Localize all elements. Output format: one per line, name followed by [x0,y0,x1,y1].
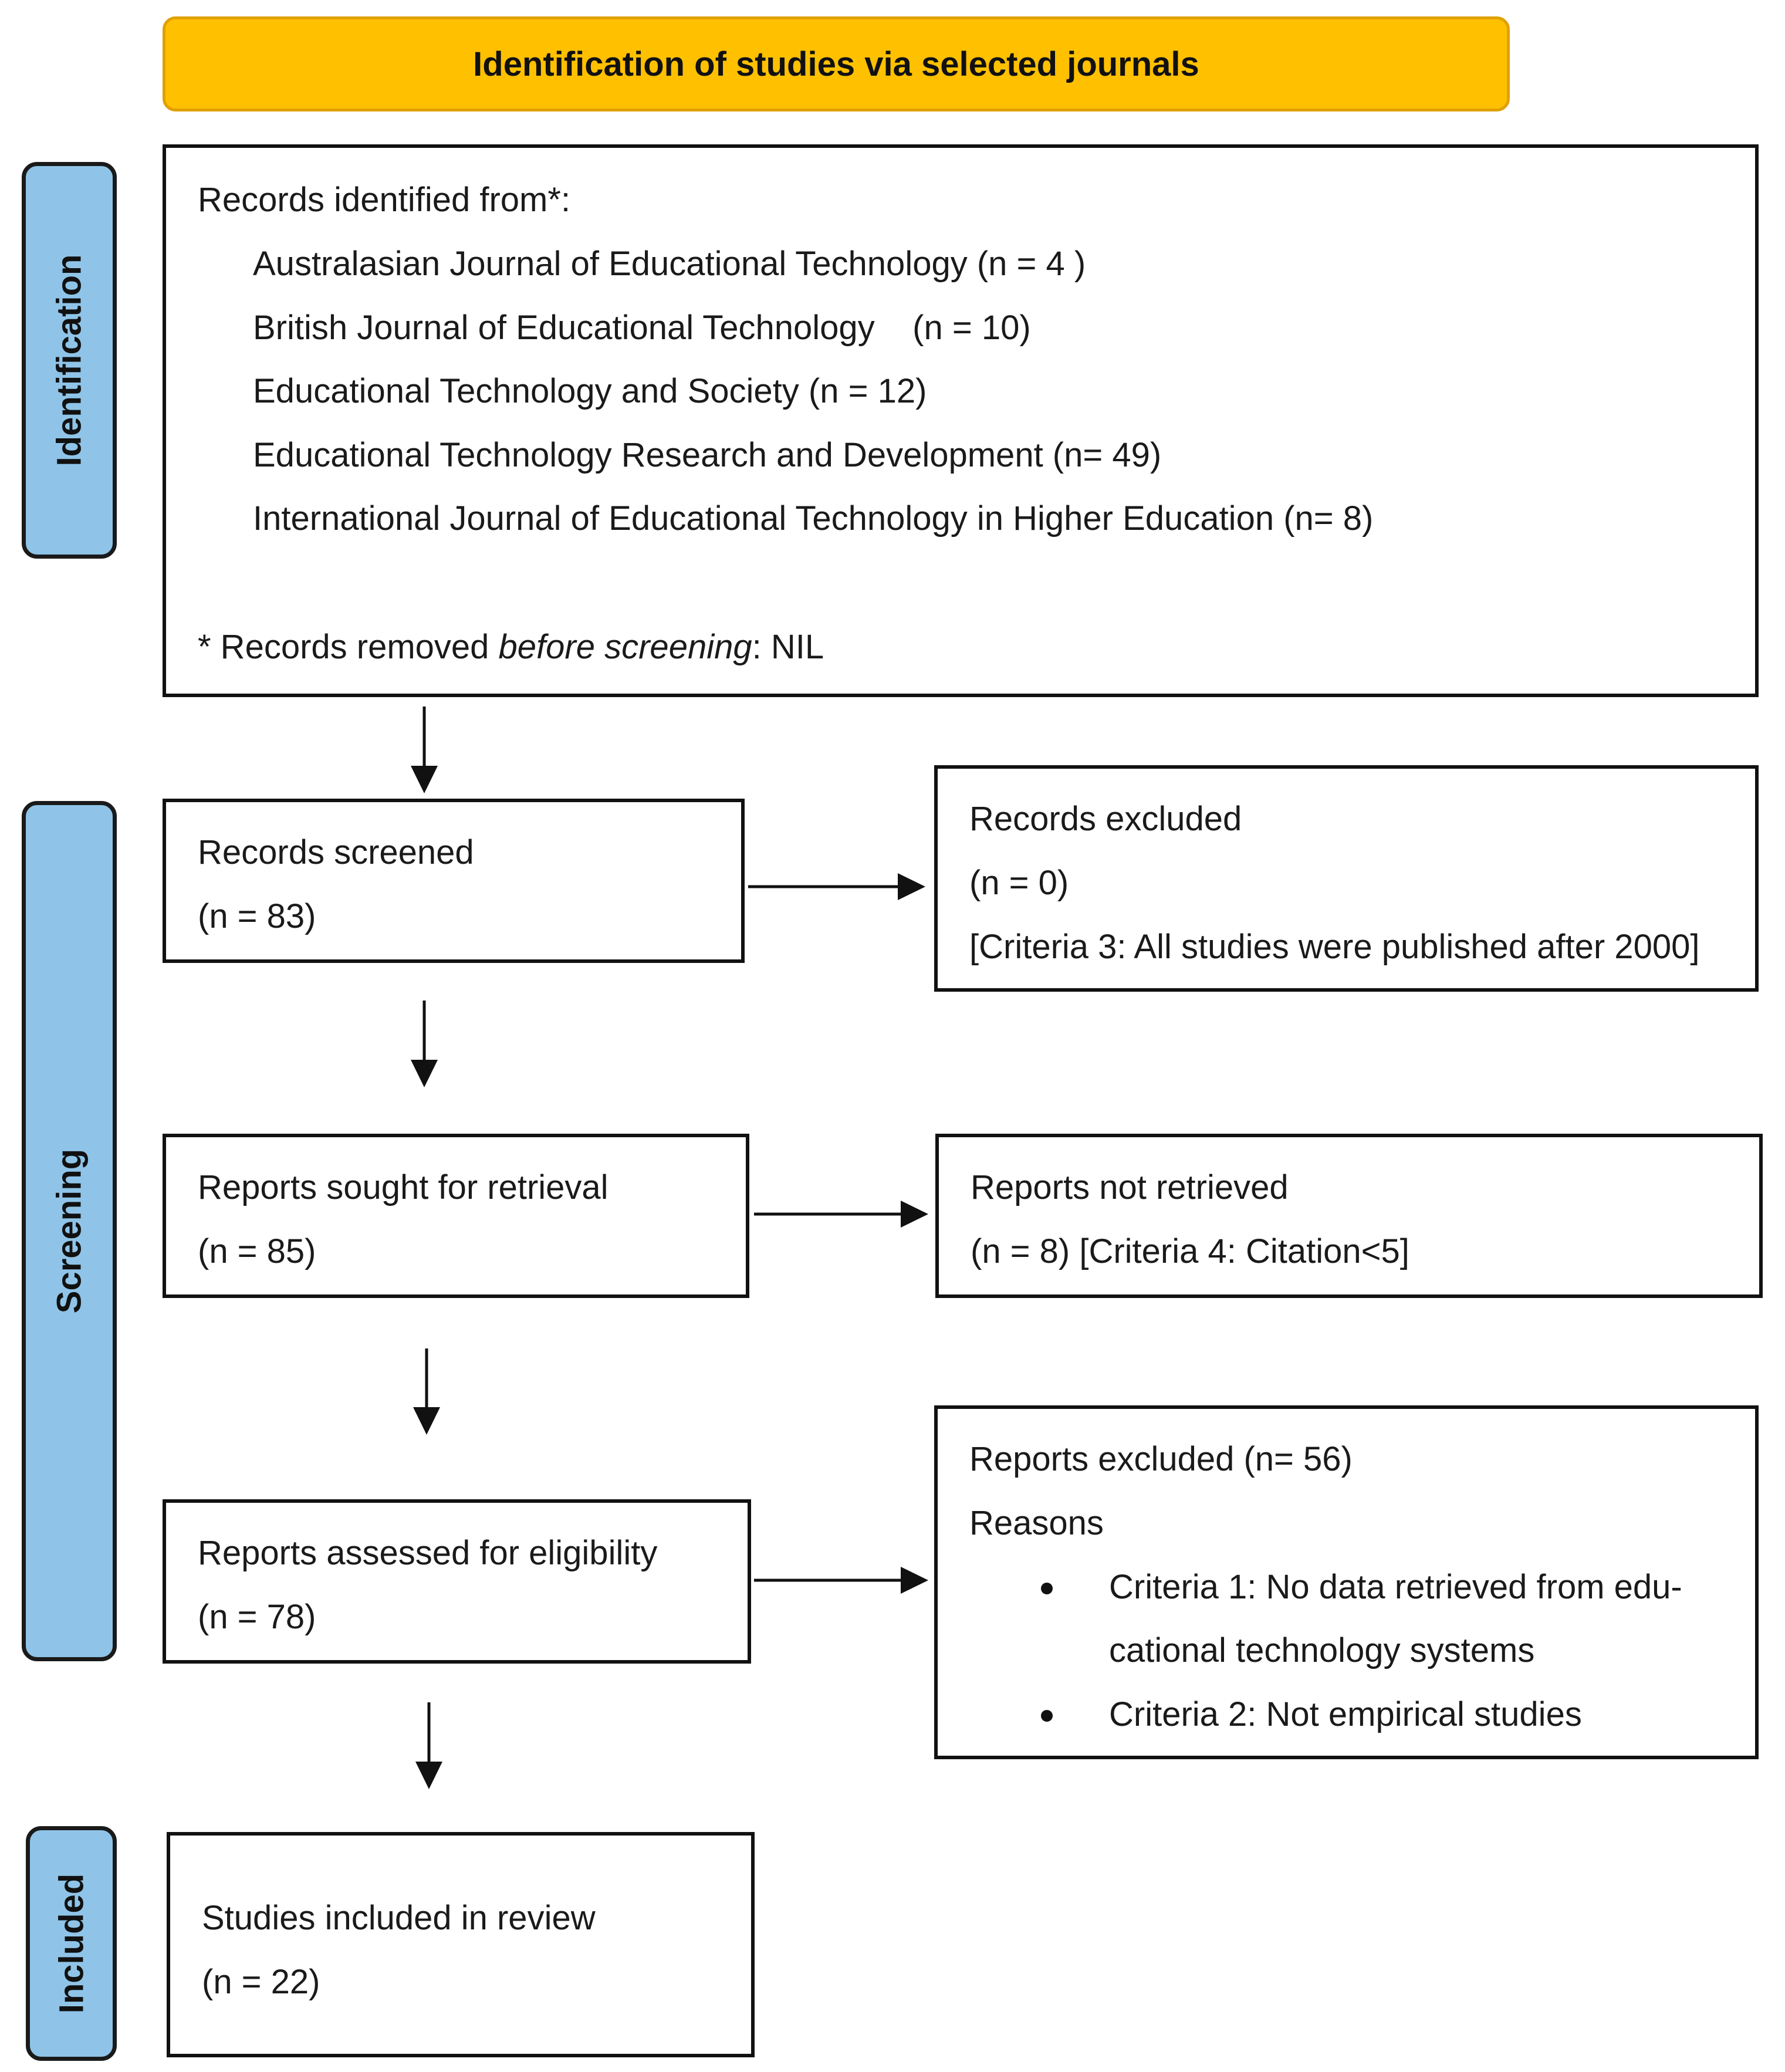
journal-2: British Journal of Educational Technolog… [253,309,1031,347]
reports-sought-box: Reports sought for retrieval (n = 85) [163,1134,749,1298]
records-excluded-criteria: [Criteria 3: All studies were published … [969,928,1700,966]
records-screened-box: Records screened (n = 83) [163,799,745,963]
reason-2: Criteria 2: Not empirical studies [1109,1695,1582,1733]
records-excluded-title: Records excluded [969,800,1242,838]
records-removed-prefix: * Records removed [198,628,499,666]
records-removed-note: * Records removed before screening: NIL [198,630,824,664]
reports-excluded-box: Reports excluded (n= 56) Reasons Criteri… [934,1405,1759,1759]
reason-1-line-2: cational technology systems [1109,1631,1535,1669]
records-identified-title: Records identified from*: [198,181,571,219]
journal-1: Australasian Journal of Educational Tech… [253,245,1086,283]
reports-not-retrieved-title: Reports not retrieved [971,1168,1289,1206]
reports-not-retrieved-detail: (n = 8) [Criteria 4: Citation<5] [971,1232,1409,1270]
reports-excluded-reasons-label: Reasons [969,1504,1104,1542]
reports-assessed-box: Reports assessed for eligibility (n = 78… [163,1499,751,1664]
reports-sought-count: (n = 85) [198,1232,316,1270]
reports-assessed-count: (n = 78) [198,1598,316,1636]
reason-1-line-1: Criteria 1: No data retrieved from edu- [1109,1568,1682,1606]
journal-4: Educational Technology Research and Deve… [253,436,1162,474]
reason-2-bullet [1041,1710,1053,1722]
flow-header-title: Identification of studies via selected j… [473,45,1199,83]
records-screened-title: Records screened [198,833,474,871]
reason-1-bullet [1041,1583,1053,1594]
journal-3: Educational Technology and Society (n = … [253,372,927,410]
records-removed-italic: before screening [498,628,752,666]
records-excluded-count: (n = 0) [969,864,1069,902]
journal-5: International Journal of Educational Tec… [253,499,1374,538]
phase-screening: Screening [22,801,117,1661]
reports-sought-title: Reports sought for retrieval [198,1168,608,1206]
records-identified-box: Records identified from*: Australasian J… [163,144,1759,697]
studies-included-count: (n = 22) [202,1963,320,2001]
records-excluded-box: Records excluded (n = 0) [Criteria 3: Al… [934,765,1759,992]
records-removed-suffix: : NIL [752,628,824,666]
reports-excluded-title: Reports excluded (n= 56) [969,1440,1353,1478]
phase-identification: Identification [22,162,117,559]
studies-included-box: Studies included in review (n = 22) [167,1832,755,2057]
studies-included-title: Studies included in review [202,1899,596,1937]
reports-not-retrieved-box: Reports not retrieved (n = 8) [Criteria … [935,1134,1763,1298]
records-screened-count: (n = 83) [198,897,316,935]
phase-included: Included [26,1826,117,2061]
flow-header: Identification of studies via selected j… [163,16,1510,111]
reports-assessed-title: Reports assessed for eligibility [198,1534,658,1572]
